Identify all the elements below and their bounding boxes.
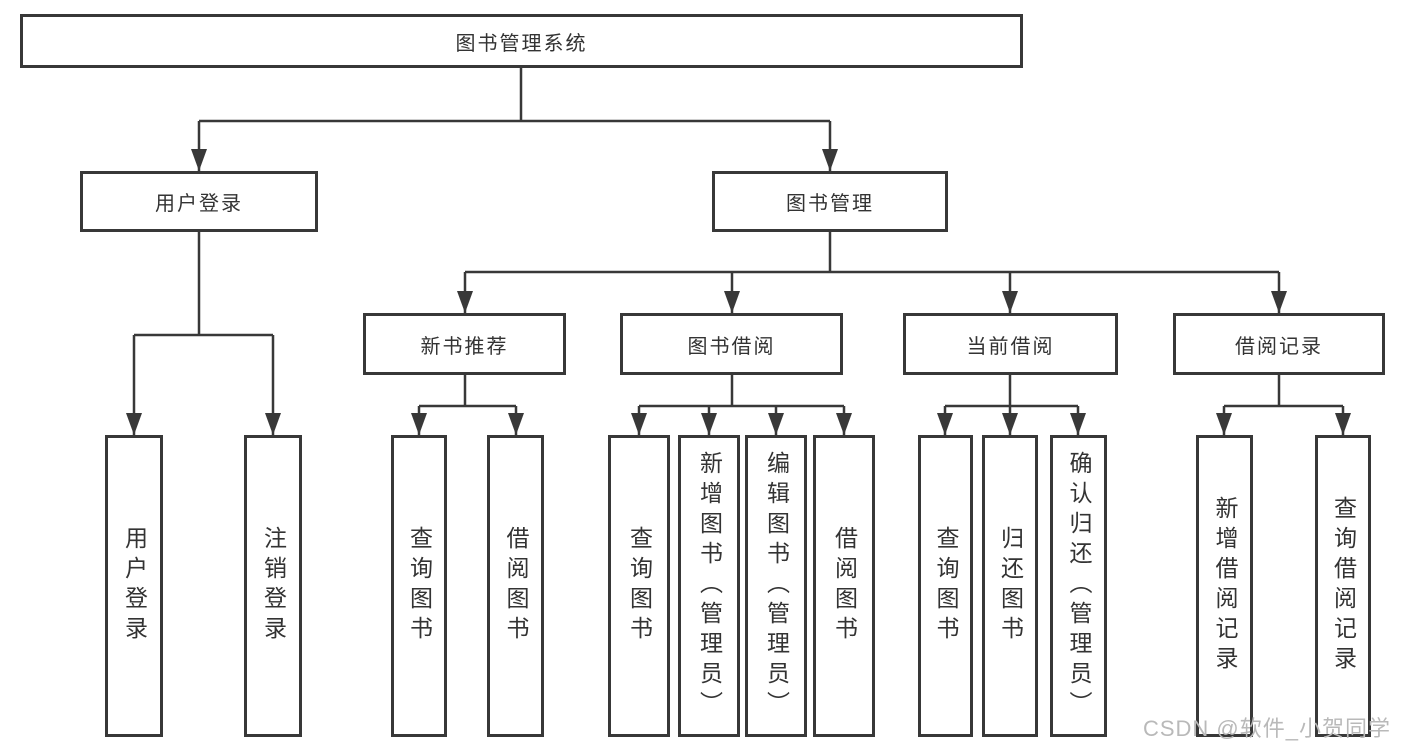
leaf-borrow-books-borrowing-label: 借阅图书	[831, 526, 858, 646]
leaf-query-books-current: 查询图书	[918, 435, 973, 737]
arrowhead	[411, 413, 427, 435]
leaf-confirm-return-admin: 确认归还（管理员）	[1050, 435, 1107, 737]
node-new-book-recommend: 新书推荐	[363, 313, 566, 375]
connector-newbooks-to-leaves	[417, 375, 518, 435]
leaf-add-books-admin: 新增图书（管理员）	[678, 435, 740, 737]
arrowhead	[937, 413, 953, 435]
node-current-borrowing-label: 当前借阅	[966, 335, 1055, 358]
node-root-label: 图书管理系统	[455, 32, 588, 55]
leaf-query-borrow-record: 查询借阅记录	[1315, 435, 1371, 737]
node-book-management-label: 图书管理	[786, 193, 874, 215]
arrowhead	[1002, 413, 1018, 435]
arrowhead	[1335, 413, 1351, 435]
node-new-book-recommend-label: 新书推荐	[420, 335, 509, 358]
node-user-login-label: 用户登录	[155, 193, 243, 215]
arrowhead	[1002, 291, 1018, 313]
leaf-logout-label: 注销登录	[260, 526, 287, 646]
node-root: 图书管理系统	[20, 14, 1023, 68]
leaf-return-books: 归还图书	[982, 435, 1038, 737]
connector-borrowing-to-leaves	[637, 375, 846, 435]
leaf-query-borrow-record-label: 查询借阅记录	[1330, 496, 1357, 676]
arrowhead	[457, 291, 473, 313]
arrowhead	[836, 413, 852, 435]
node-book-management: 图书管理	[712, 171, 948, 232]
arrowhead	[701, 413, 717, 435]
leaf-borrow-books-borrowing: 借阅图书	[813, 435, 875, 737]
arrowhead	[768, 413, 784, 435]
arrowhead	[1216, 413, 1232, 435]
leaf-user-login: 用户登录	[105, 435, 163, 737]
leaf-add-books-admin-label: 新增图书（管理员）	[696, 451, 723, 721]
node-borrow-records-label: 借阅记录	[1235, 335, 1323, 358]
leaf-borrow-books-recommend-label: 借阅图书	[503, 526, 529, 646]
arrowhead	[191, 149, 207, 171]
leaf-query-books-borrowing-label: 查询图书	[626, 526, 653, 646]
arrowhead	[126, 413, 142, 435]
leaf-edit-books-admin: 编辑图书（管理员）	[745, 435, 807, 737]
connector-records-to-leaves	[1222, 375, 1345, 435]
connector-userlogin-to-leaves	[132, 232, 275, 435]
leaf-user-login-label: 用户登录	[121, 526, 148, 646]
leaf-query-books-current-label: 查询图书	[933, 526, 959, 646]
leaf-add-borrow-record: 新增借阅记录	[1196, 435, 1253, 737]
leaf-confirm-return-admin-label: 确认归还（管理员）	[1066, 451, 1092, 721]
node-user-login: 用户登录	[80, 171, 318, 232]
node-borrow-records: 借阅记录	[1173, 313, 1385, 375]
arrowhead	[724, 291, 740, 313]
arrowhead	[508, 413, 524, 435]
node-book-borrowing: 图书借阅	[620, 313, 843, 375]
arrowhead	[1070, 413, 1086, 435]
leaf-logout: 注销登录	[244, 435, 302, 737]
leaf-add-borrow-record-label: 新增借阅记录	[1212, 496, 1238, 676]
leaf-query-books-recommend-label: 查询图书	[406, 526, 433, 646]
arrowhead	[1271, 291, 1287, 313]
connector-root-to-level2	[197, 68, 832, 171]
csdn-watermark: CSDN @软件_小贺同学	[1142, 716, 1391, 741]
connector-bookmgmt-to-level3	[463, 232, 1281, 313]
arrowhead	[822, 149, 838, 171]
leaf-borrow-books-recommend: 借阅图书	[487, 435, 544, 737]
node-book-borrowing-label: 图书借阅	[687, 335, 776, 358]
leaf-edit-books-admin-label: 编辑图书（管理员）	[763, 451, 790, 721]
leaf-query-books-borrowing: 查询图书	[608, 435, 670, 737]
arrowhead	[265, 413, 281, 435]
leaf-query-books-recommend: 查询图书	[391, 435, 447, 737]
arrowhead	[631, 413, 647, 435]
node-current-borrowing: 当前借阅	[903, 313, 1118, 375]
leaf-return-books-label: 归还图书	[997, 526, 1024, 646]
